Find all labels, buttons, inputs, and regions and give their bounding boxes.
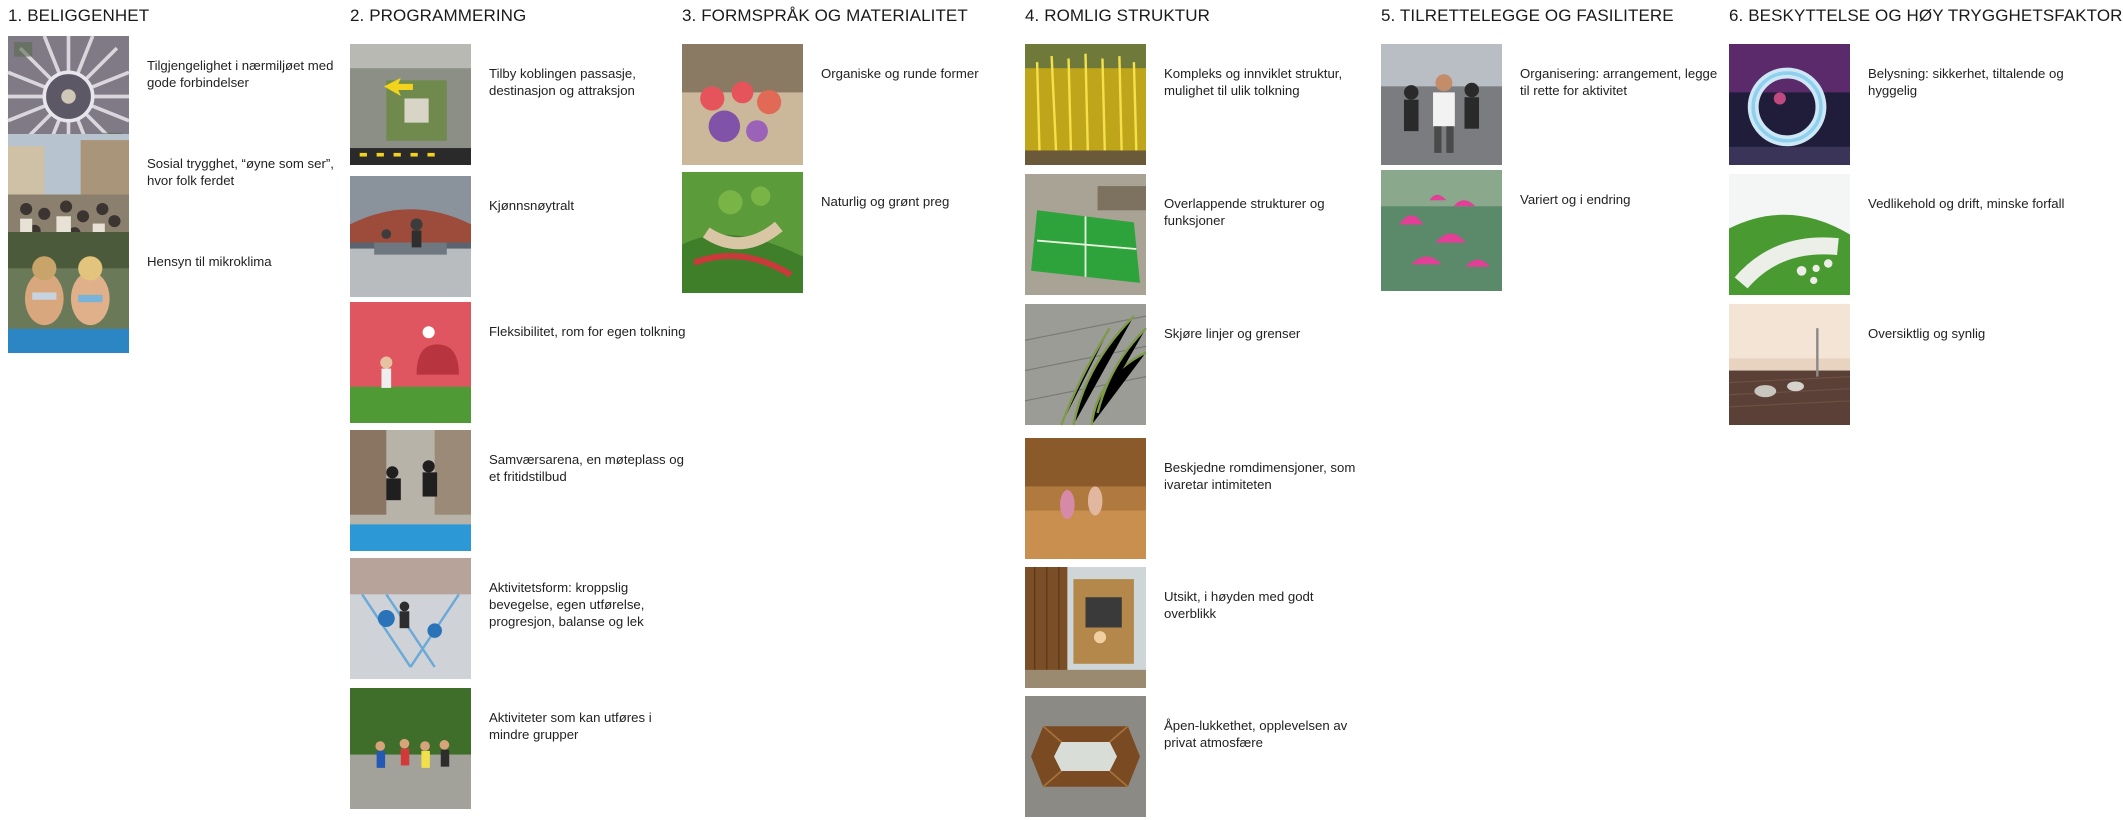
item-label: Sosial trygghet, “øyne som ser”, hvor fo… [147, 156, 334, 188]
item-label: Aktivitetsform: kroppslig bevegelse, ege… [489, 580, 645, 629]
photo-light-ring [1729, 44, 1850, 165]
list-item: Kompleks og innviklet struktur, mulighet… [1025, 44, 1365, 168]
photo-sunbathing [8, 232, 129, 353]
list-item: Aktivitetsform: kroppslig bevegelse, ege… [350, 558, 690, 682]
photo-wooden-frame [1025, 696, 1146, 817]
list-item: Hensyn til mikroklima [8, 232, 348, 356]
list-item: Åpen-lukkethet, opplevelsen av privat at… [1025, 696, 1365, 820]
photo-sunset-deck [1728, 304, 1851, 425]
photo-skate-bench [350, 176, 471, 297]
list-item: Tilby koblingen passasje, destinasjon og… [350, 44, 690, 168]
list-item: Organisering: arrangement, legge til ret… [1381, 44, 1721, 168]
photo-green-plaza [682, 172, 803, 293]
list-item: Aktiviteter som kan utføres i mindre gru… [350, 688, 690, 812]
column-title: 6. BESKYTTELSE OG HØY TRYGGHETSFAKTOR [1729, 6, 2123, 25]
photo-grass-paving [1024, 304, 1147, 426]
photo-green-landscape [1729, 174, 1850, 295]
column-title: 1. BELIGGENHET [8, 6, 150, 25]
item-label: Fleksibilitet, rom for egen tolkning [489, 324, 686, 339]
photo-yellow-strings [1025, 44, 1146, 165]
item-label: Hensyn til mikroklima [147, 254, 272, 269]
photo-green-court [1025, 174, 1146, 295]
item-label: Samværsarena, en møteplass og et fritids… [489, 452, 684, 484]
list-item: Samværsarena, en møteplass og et fritids… [350, 430, 690, 554]
list-item: Variert og i endring [1381, 170, 1721, 294]
photo-runners [350, 688, 471, 809]
photo-pink-umbrellas [1381, 170, 1502, 291]
photo-wooden-tower [1025, 567, 1146, 688]
photo-wooden-niche [1025, 438, 1146, 559]
item-label: Kompleks og innviklet struktur, mulighet… [1164, 66, 1343, 98]
item-label: Åpen-lukkethet, opplevelsen av privat at… [1164, 718, 1348, 750]
list-item: Belysning: sikkerhet, tiltalende og hygg… [1729, 44, 2069, 168]
list-item: Utsikt, i høyden med godt overblikk [1025, 567, 1365, 691]
item-label: Variert og i endring [1520, 192, 1631, 207]
item-label: Overlappende strukturer og funksjoner [1164, 196, 1325, 228]
list-item: Beskjedne romdimensjoner, som ivaretar i… [1025, 438, 1365, 562]
item-label: Naturlig og grønt preg [821, 194, 950, 209]
photo-red-wall [350, 302, 471, 423]
item-label: Utsikt, i høyden med godt overblikk [1164, 589, 1314, 621]
item-label: Tilgjengelighet i nærmiljøet med gode fo… [147, 58, 334, 90]
photo-dancing-crowd [1381, 44, 1502, 165]
item-label: Kjønnsnøytralt [489, 198, 575, 213]
column-title: 2. PROGRAMMERING [350, 6, 527, 25]
photo-aerial-site [350, 44, 471, 165]
photo-colored-balls [682, 44, 803, 165]
list-item: Naturlig og grønt preg [682, 172, 1022, 296]
item-label: Aktiviteter som kan utføres i mindre gru… [489, 710, 652, 742]
item-label: Skjøre linjer og grenser [1164, 326, 1301, 341]
item-label: Vedlikehold og drift, minske forfall [1868, 196, 2065, 211]
list-item: Oversiktlig og synlig [1728, 304, 2069, 428]
photo-jumping-youth [350, 430, 471, 551]
item-label: Organiske og runde former [821, 66, 979, 81]
item-label: Belysning: sikkerhet, tiltalende og hygg… [1868, 66, 2064, 98]
item-label: Oversiktlig og synlig [1868, 326, 1986, 341]
column-title: 4. ROMLIG STRUKTUR [1025, 6, 1211, 25]
item-label: Tilby koblingen passasje, destinasjon og… [489, 66, 636, 98]
photo-playground [350, 558, 471, 679]
column-title: 3. FORMSPRÅK OG MATERIALITET [682, 6, 968, 25]
list-item: Overlappende strukturer og funksjoner [1025, 174, 1365, 298]
list-item: Organiske og runde former [682, 44, 1022, 168]
column-title: 5. TILRETTELEGGE OG FASILITERE [1381, 6, 1674, 25]
list-item: Kjønnsnøytralt [350, 176, 690, 300]
list-item: Vedlikehold og drift, minske forfall [1729, 174, 2069, 298]
list-item: Fleksibilitet, rom for egen tolkning [350, 302, 690, 426]
item-label: Organisering: arrangement, legge til ret… [1520, 66, 1718, 98]
item-label: Beskjedne romdimensjoner, som ivaretar i… [1164, 460, 1356, 492]
list-item: Skjøre linjer og grenser [1024, 304, 1365, 428]
